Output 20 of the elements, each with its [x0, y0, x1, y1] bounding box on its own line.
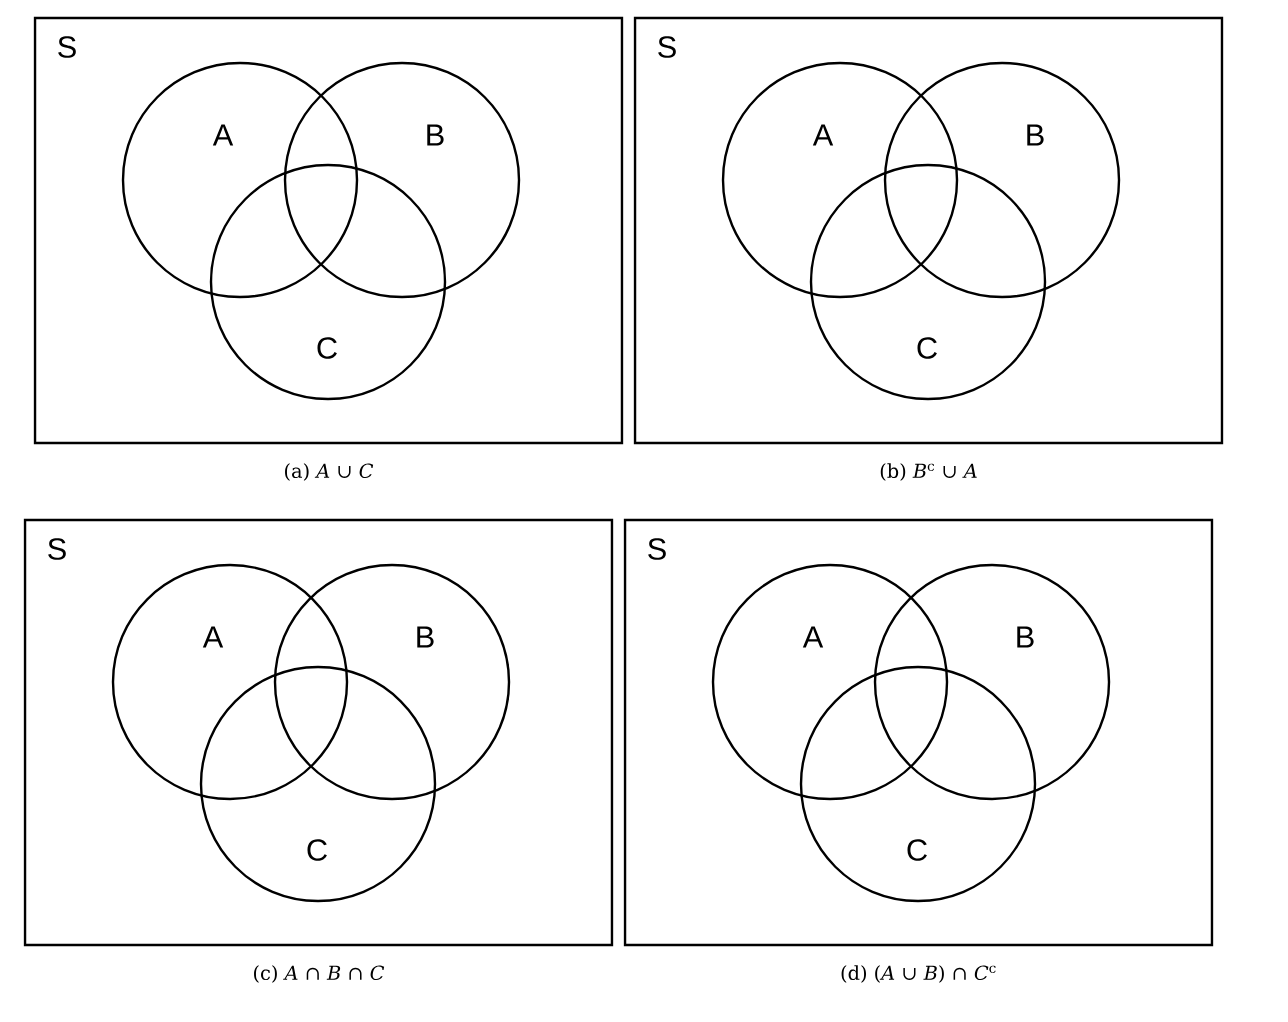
set-label: S: [658, 36, 676, 58]
set-label: A: [812, 124, 834, 146]
set-label: C: [907, 839, 927, 861]
set-label: S: [648, 538, 666, 560]
set-label: B: [1017, 626, 1034, 648]
set-label: A: [212, 124, 234, 146]
caption: (b) B$^{c}$ ∪ A: [880, 463, 977, 481]
caption: (a) A ∪ C: [285, 463, 374, 481]
set-label: S: [58, 36, 76, 58]
set-label: S: [48, 538, 66, 560]
set-label: B: [427, 124, 444, 146]
set-label: A: [802, 626, 824, 648]
caption: (c) A ∩ B ∩ C: [254, 965, 385, 983]
set-label: C: [317, 337, 337, 359]
set-label: A: [202, 626, 224, 648]
caption: (d) (A ∪ B) ∩ C$^{c}$: [841, 965, 996, 983]
set-label: B: [417, 626, 434, 648]
set-label: B: [1027, 124, 1044, 146]
set-label: C: [917, 337, 937, 359]
set-label: C: [307, 839, 327, 861]
